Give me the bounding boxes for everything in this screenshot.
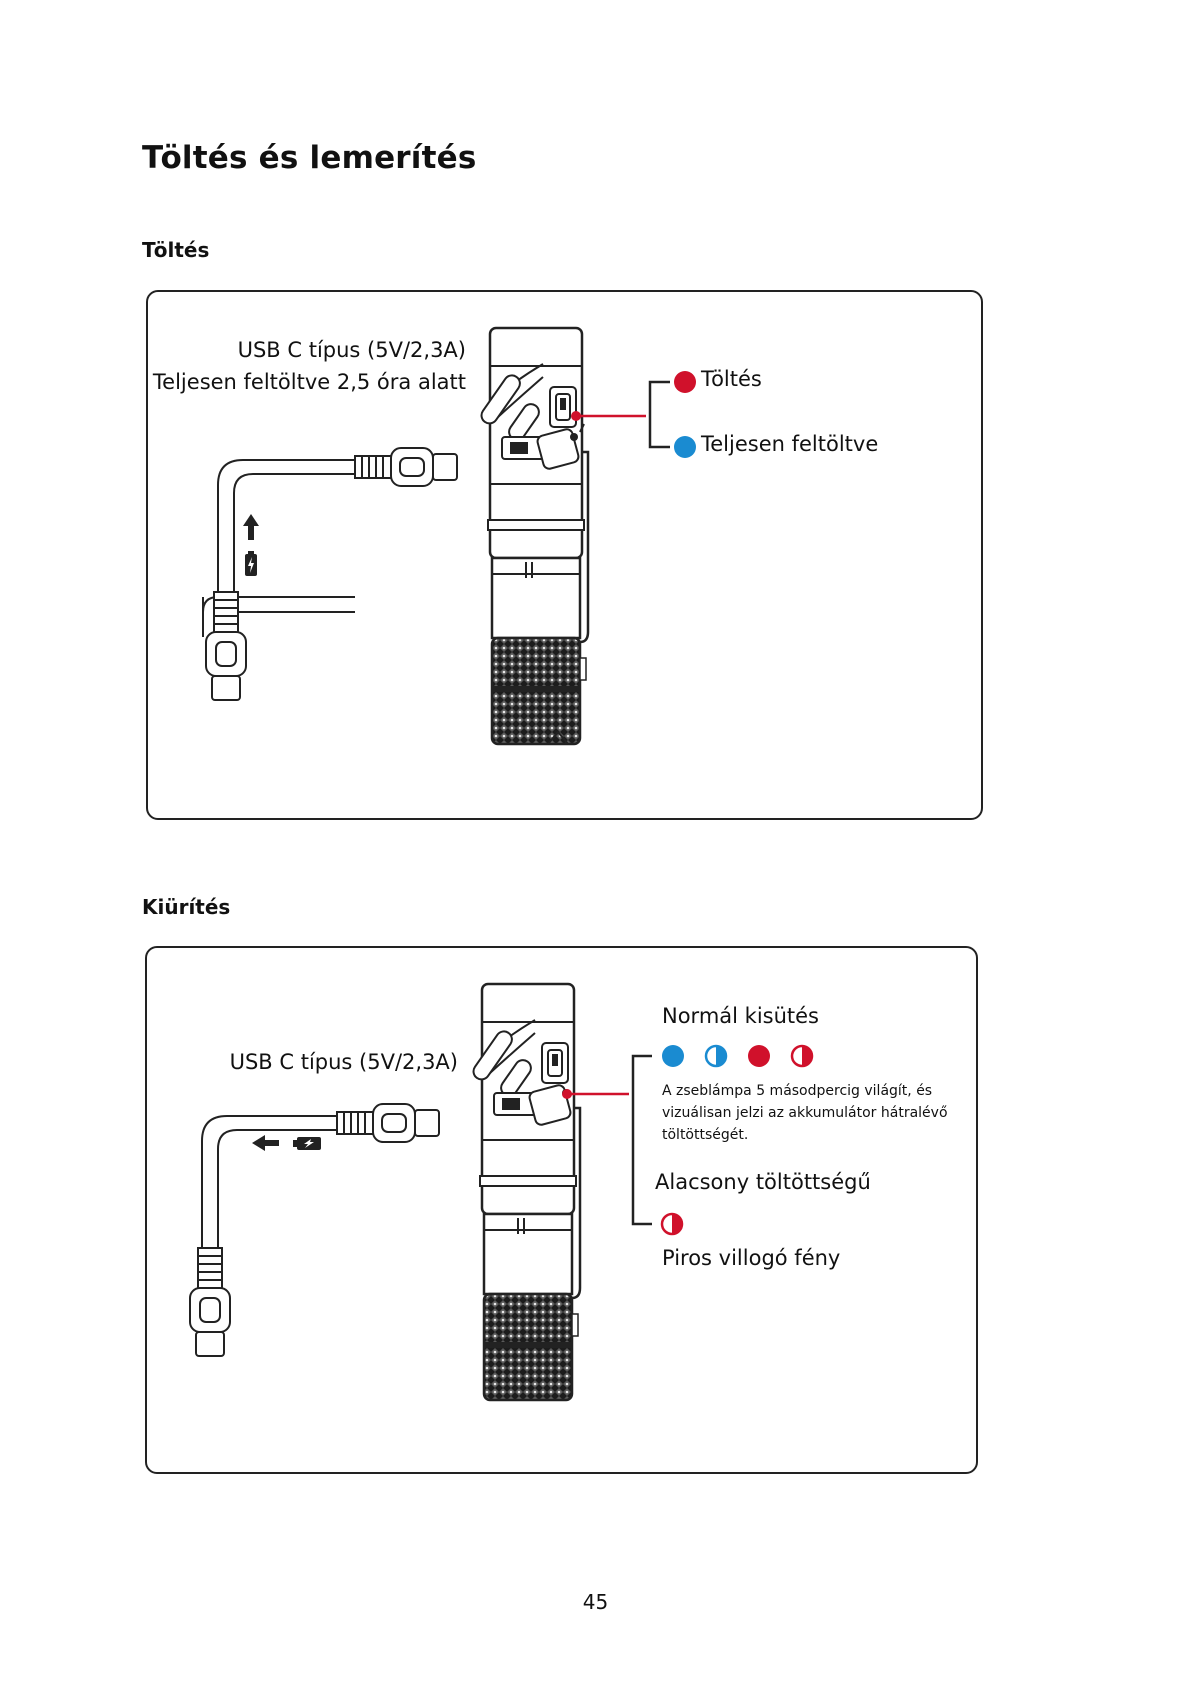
indicator-label-charging: Töltés — [701, 367, 762, 391]
charge-direction-arrow-icon — [243, 514, 259, 540]
usb-spec-label: USB C típus (5V/2,3A) — [238, 338, 466, 362]
indicator-pointer — [562, 1056, 652, 1224]
indicator-red-half — [792, 1046, 812, 1066]
low-battery-description: Piros villogó fény — [662, 1246, 840, 1270]
indicator-label-full: Teljesen feltöltve — [701, 432, 878, 456]
indicator-low-red-half — [662, 1214, 682, 1234]
battery-output-icon — [293, 1137, 321, 1150]
low-battery-title: Alacsony töltöttségű — [655, 1170, 871, 1194]
indicator-dot-full — [674, 436, 696, 458]
discharge-direction-arrow-icon — [252, 1135, 279, 1151]
indicator-blue-half — [706, 1046, 726, 1066]
charge-time-label: Teljesen feltöltve 2,5 óra alatt — [153, 370, 466, 394]
flashlight-illustration — [470, 984, 580, 1400]
usb-c-plug-right-icon — [202, 1104, 439, 1248]
indicator-red-full — [748, 1045, 770, 1067]
indicator-dot-charging — [674, 371, 696, 393]
page-number: 45 — [0, 1590, 1191, 1614]
normal-discharge-description: A zseblámpa 5 másodpercig világít, és vi… — [662, 1080, 952, 1146]
page-title: Töltés és lemerítés — [142, 140, 477, 176]
indicator-pointer — [571, 382, 670, 447]
usb-c-plug-left-icon — [190, 1248, 230, 1356]
indicator-blue-full — [662, 1045, 684, 1067]
section-heading-discharging: Kiürítés — [142, 895, 230, 919]
battery-charging-icon — [245, 551, 257, 576]
normal-indicators — [662, 1045, 812, 1067]
usb-spec-label: USB C típus (5V/2,3A) — [230, 1050, 458, 1074]
flashlight-illustration — [478, 328, 588, 744]
usb-c-plug-bottom-icon — [206, 592, 246, 700]
charging-diagram-panel: USB C típus (5V/2,3A) Teljesen feltöltve… — [146, 290, 983, 820]
section-heading-charging: Töltés — [142, 238, 209, 262]
discharging-diagram — [147, 948, 980, 1476]
discharging-diagram-panel: USB C típus (5V/2,3A) Normál kisütés A z… — [145, 946, 978, 1474]
normal-discharge-title: Normál kisütés — [662, 1004, 819, 1028]
